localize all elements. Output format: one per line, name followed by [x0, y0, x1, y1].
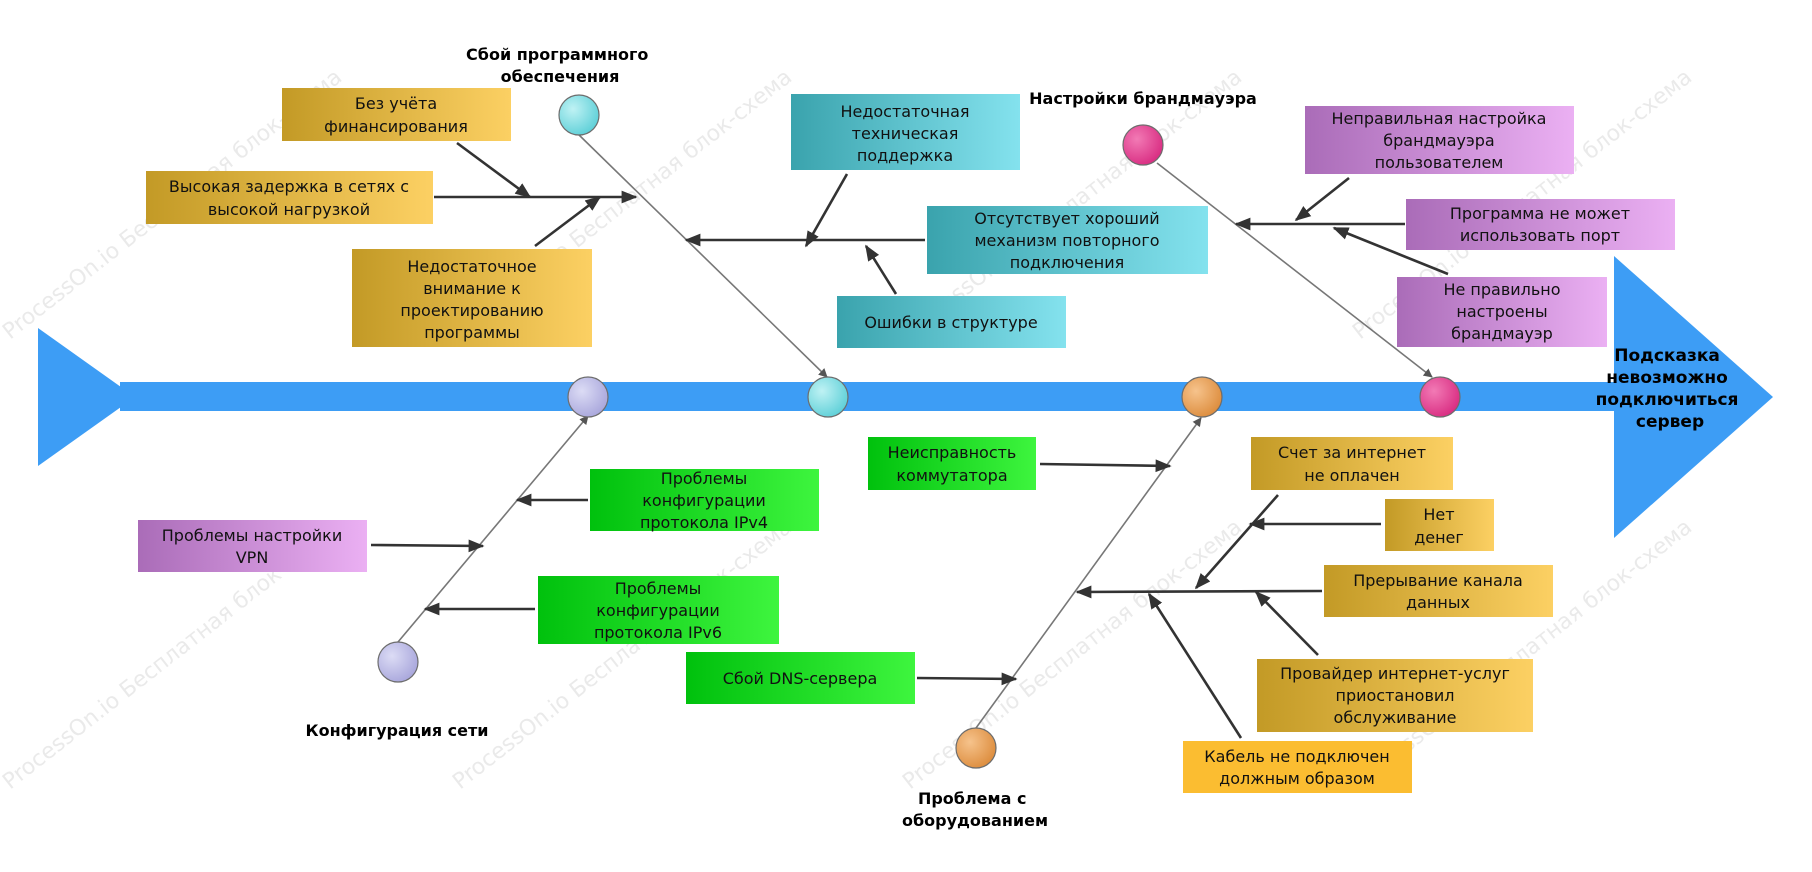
svg-text:Сбой DNS-сервера: Сбой DNS-сервера	[723, 669, 878, 688]
spine-head	[1614, 256, 1773, 538]
node-firewall	[1122, 124, 1164, 166]
spine: Подсказка невозможно подключиться сервер	[38, 256, 1773, 538]
arrow-provider	[1254, 590, 1319, 656]
category-firewall-label: Настройки брандмауэра	[1029, 89, 1257, 108]
cause-dns: Сбой DNS-сервера	[686, 652, 915, 704]
category-network-label: Конфигурация сети	[306, 721, 489, 740]
node-hardware	[955, 727, 997, 769]
category-hardware-label: Проблема с оборудованием	[902, 789, 1048, 830]
arrow-switch	[1039, 459, 1172, 473]
svg-text:Ошибки в структуре: Ошибки в структуре	[864, 313, 1037, 332]
head-label: Подсказка невозможно подключиться сервер	[1596, 346, 1745, 432]
arrow-dns	[916, 672, 1018, 686]
category-labels: Сбой программного обеспечения Настройки …	[306, 45, 1257, 830]
spine-tail	[38, 328, 135, 466]
arrow-no-funding	[456, 141, 532, 199]
node-software	[558, 94, 600, 136]
arrow-tech-support	[804, 173, 849, 248]
branch-arrows	[370, 141, 1449, 739]
arrow-structure	[864, 244, 898, 295]
arrow-vpn	[370, 539, 485, 553]
node-hardware-spine	[1181, 376, 1223, 418]
arrow-misconfigured	[1332, 226, 1449, 276]
nodes	[377, 94, 1461, 769]
arrow-user-firewall	[1294, 176, 1350, 222]
arrow-design	[534, 195, 602, 248]
cause-structure-errors: Ошибки в структуре	[837, 296, 1066, 348]
node-network	[377, 641, 419, 683]
arrow-internet-bill	[1194, 494, 1279, 590]
spine-bar	[120, 382, 1620, 411]
node-firewall-spine	[1419, 376, 1461, 418]
category-software-label: Сбой программного обеспечения	[466, 45, 654, 86]
node-software-spine	[807, 376, 849, 418]
node-network-spine	[567, 376, 609, 418]
arrow-cable	[1147, 592, 1243, 739]
arrow-channel	[1075, 585, 1323, 599]
bone-software	[576, 132, 828, 378]
bone-firewall	[1156, 162, 1433, 378]
